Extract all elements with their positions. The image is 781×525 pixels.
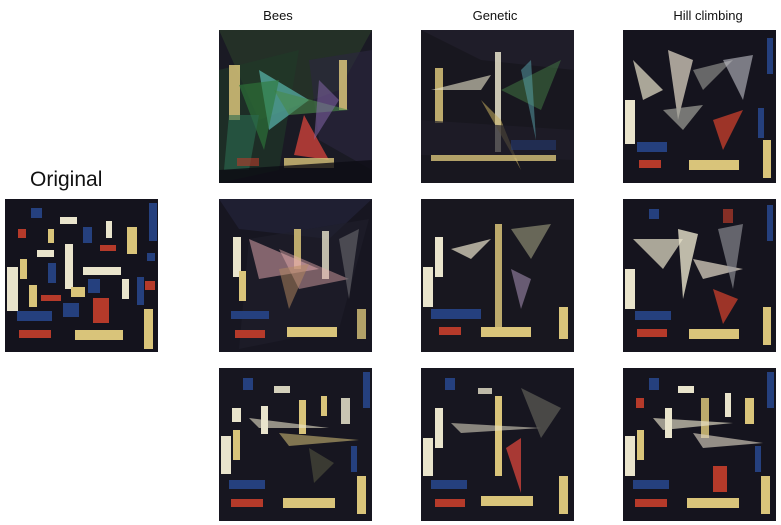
column-label-hill-climbing: Hill climbing xyxy=(673,8,743,23)
bees-result-2 xyxy=(219,199,372,352)
bees-result-3 xyxy=(219,368,372,521)
bees-result-1 xyxy=(219,30,372,183)
original-label: Original xyxy=(30,168,103,191)
column-label-genetic: Genetic xyxy=(472,8,518,23)
genetic-result-2 xyxy=(421,199,574,352)
genetic-result-3 xyxy=(421,368,574,521)
original-image xyxy=(5,199,158,352)
genetic-result-1 xyxy=(421,30,574,183)
hill-climbing-result-3 xyxy=(623,368,776,521)
hill-climbing-result-1 xyxy=(623,30,776,183)
hill-climbing-result-2 xyxy=(623,199,776,352)
column-label-bees: Bees xyxy=(263,8,293,23)
